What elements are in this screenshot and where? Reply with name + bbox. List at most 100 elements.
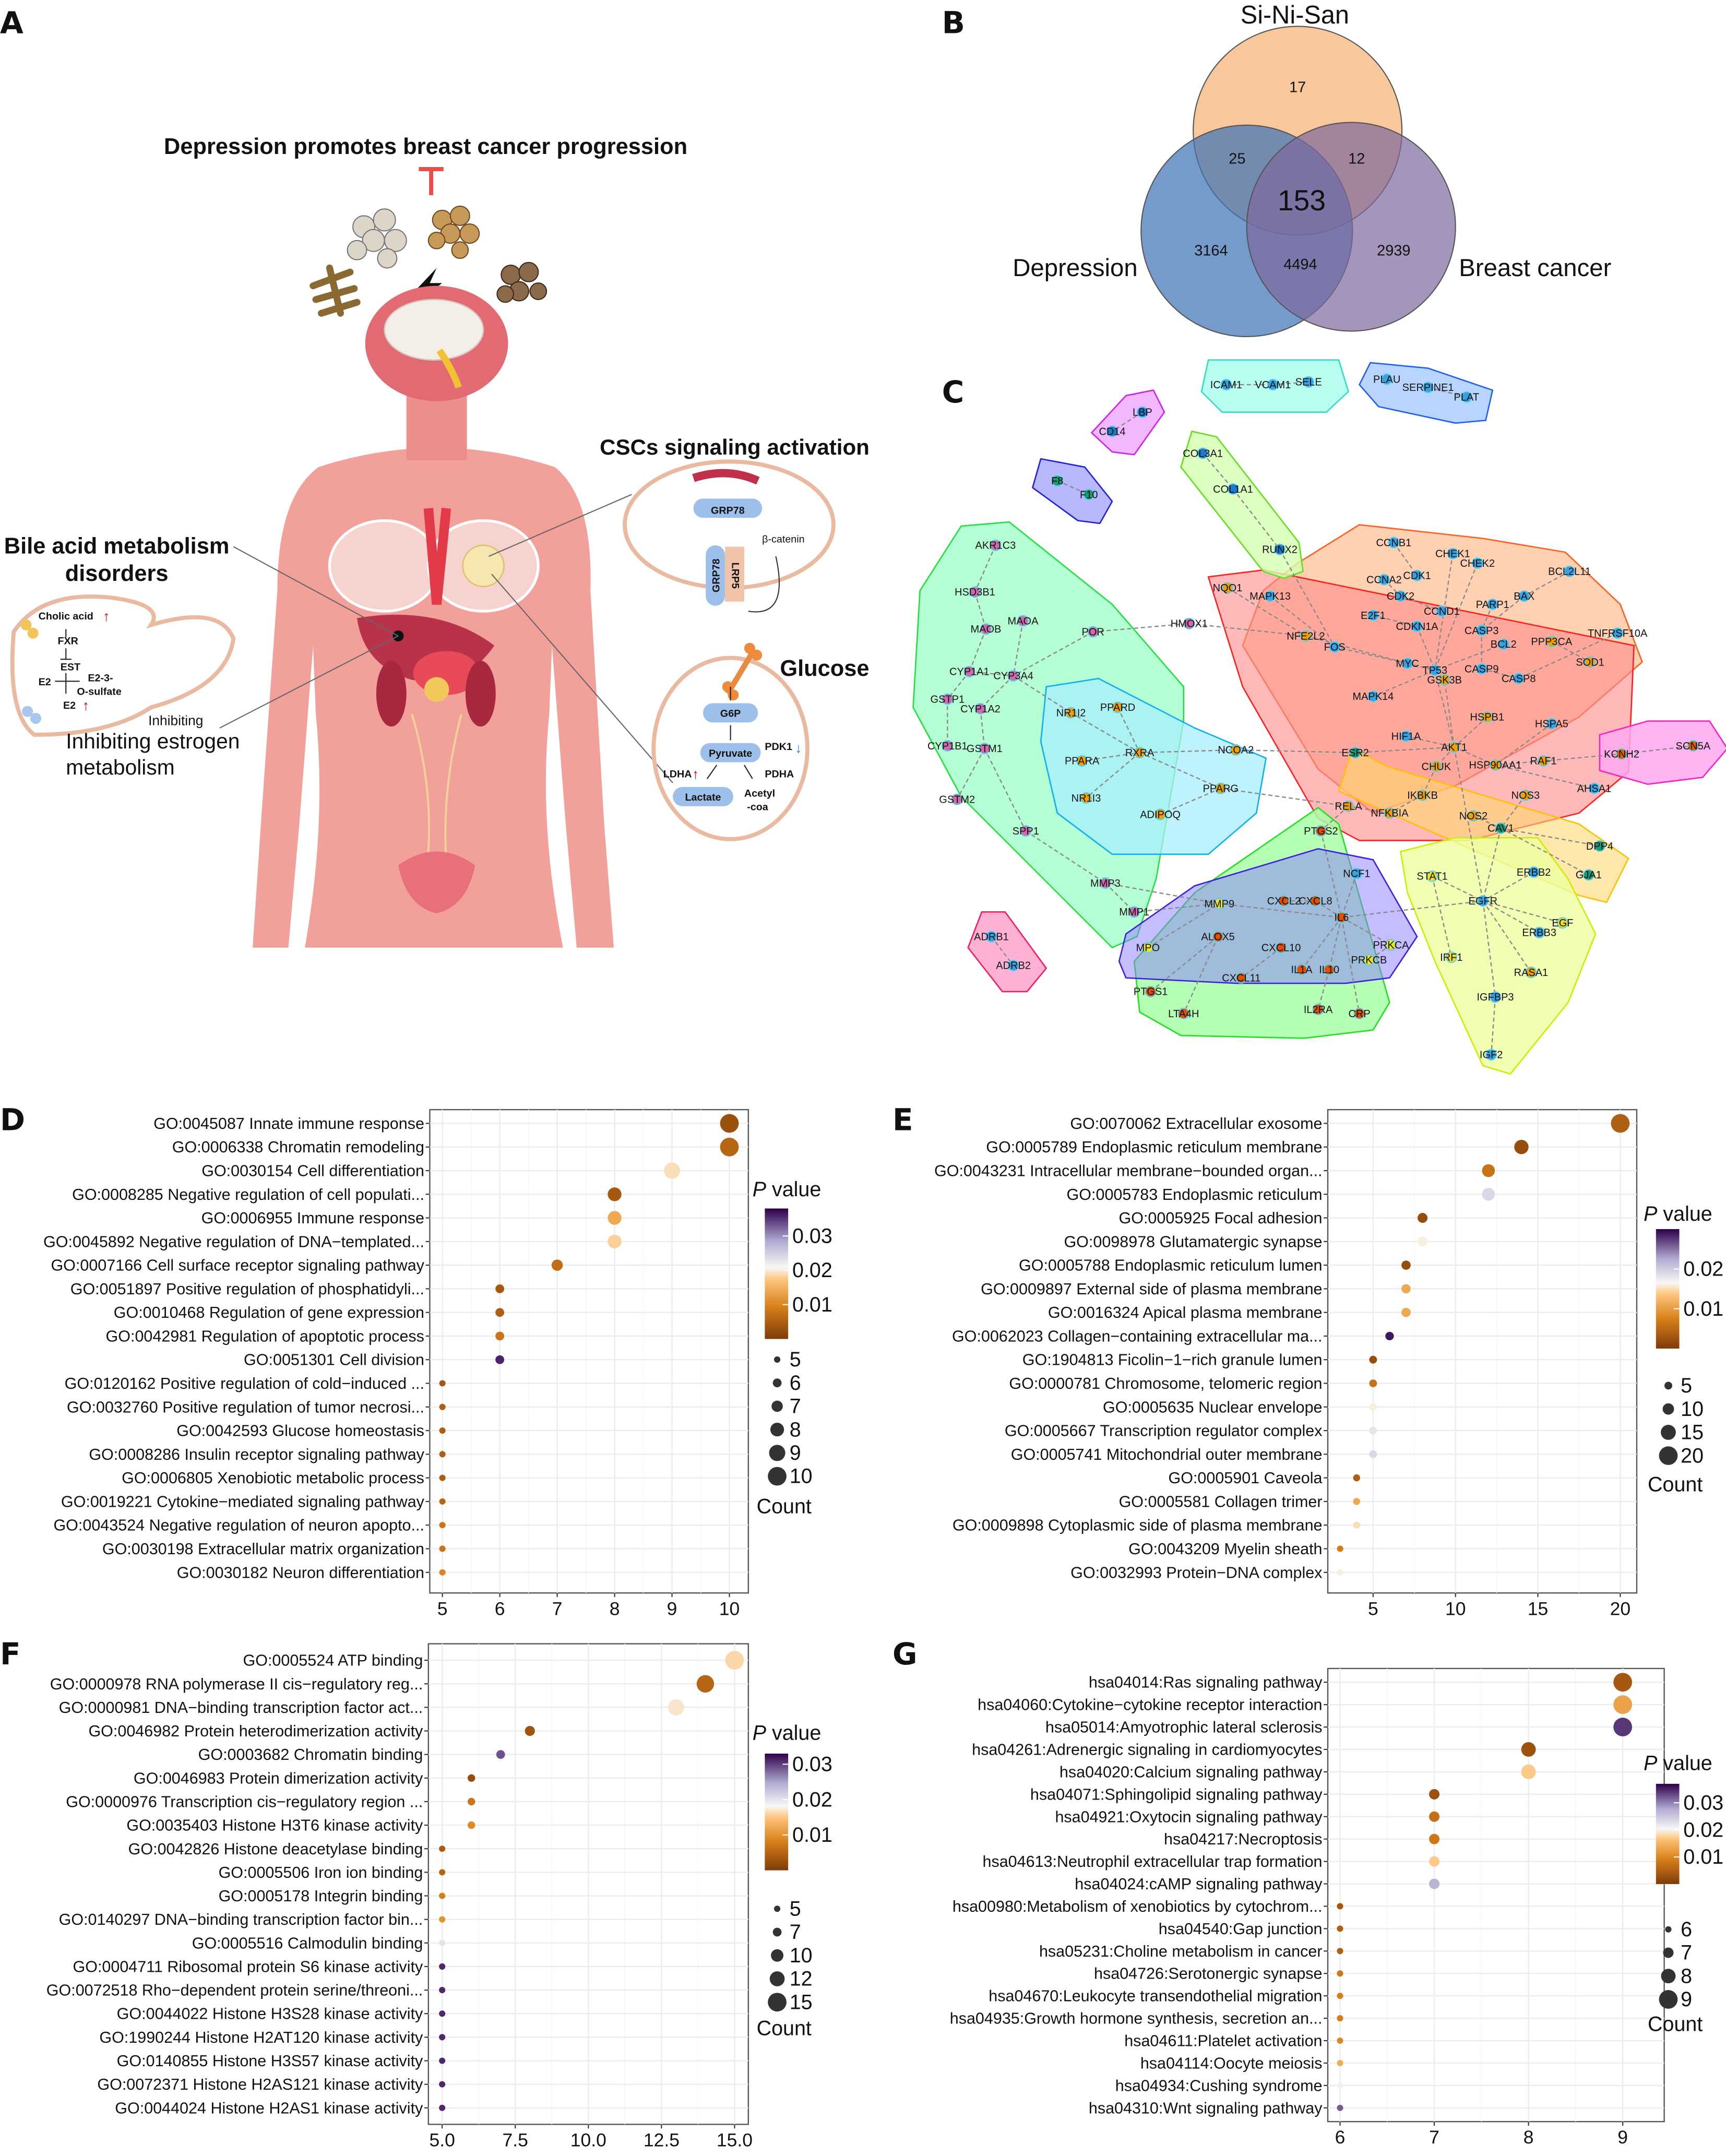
data-point[interactable] bbox=[1429, 1811, 1440, 1822]
network-node[interactable]: IRF1 bbox=[1440, 951, 1462, 963]
data-point[interactable] bbox=[439, 1380, 446, 1387]
data-point[interactable] bbox=[1613, 1673, 1633, 1692]
network-node[interactable]: CASP8 bbox=[1502, 672, 1536, 685]
data-point[interactable] bbox=[467, 1821, 475, 1829]
network-node[interactable]: CHUK bbox=[1422, 760, 1451, 772]
network-node[interactable]: MAPK14 bbox=[1352, 690, 1394, 702]
network-node[interactable]: BCL2L11 bbox=[1548, 565, 1591, 578]
data-point[interactable] bbox=[495, 1284, 505, 1293]
network-node[interactable]: CHEK1 bbox=[1435, 547, 1470, 559]
data-point[interactable] bbox=[439, 2010, 446, 2017]
network-node[interactable]: AKR1C3 bbox=[975, 539, 1016, 552]
network-node[interactable]: PRKCB bbox=[1351, 954, 1387, 966]
data-point[interactable] bbox=[439, 1987, 446, 1994]
data-point[interactable] bbox=[1429, 1789, 1440, 1800]
network-node[interactable]: CXCL8 bbox=[1299, 895, 1332, 907]
data-point[interactable] bbox=[495, 1331, 505, 1341]
network-node[interactable]: MAOA bbox=[1008, 615, 1039, 627]
network-node[interactable]: ADRB1 bbox=[974, 931, 1009, 943]
data-point[interactable] bbox=[439, 1403, 446, 1410]
network-node[interactable]: CYP1A2 bbox=[960, 702, 1001, 715]
network-node[interactable]: RELA bbox=[1335, 800, 1362, 813]
data-point[interactable] bbox=[1337, 2082, 1343, 2089]
network-node[interactable]: NR1I2 bbox=[1056, 707, 1086, 719]
network-node[interactable]: IL6 bbox=[1334, 911, 1349, 924]
data-point[interactable] bbox=[668, 1699, 684, 1716]
network-node[interactable]: LBP bbox=[1133, 406, 1152, 419]
network-node[interactable]: RAF1 bbox=[1530, 755, 1557, 767]
data-point[interactable] bbox=[1337, 1970, 1343, 1977]
network-node[interactable]: CAV1 bbox=[1487, 822, 1514, 835]
network-node[interactable]: MMP9 bbox=[1204, 898, 1234, 910]
network-node[interactable]: CCND1 bbox=[1424, 605, 1460, 617]
data-point[interactable] bbox=[439, 1545, 446, 1552]
network-node[interactable]: SERPINE1 bbox=[1402, 382, 1454, 394]
network-node[interactable]: IL1A bbox=[1291, 963, 1313, 976]
network-node[interactable]: COL1A1 bbox=[1213, 483, 1253, 495]
network-node[interactable]: TP53 bbox=[1422, 664, 1447, 676]
network-node[interactable]: MYC bbox=[1396, 658, 1419, 670]
network-node[interactable]: SOD1 bbox=[1576, 656, 1604, 668]
data-point[interactable] bbox=[1369, 1355, 1377, 1364]
data-point[interactable] bbox=[1429, 1856, 1440, 1867]
network-node[interactable]: POR bbox=[1082, 626, 1104, 638]
network-node[interactable]: CRP bbox=[1348, 1007, 1371, 1020]
network-node[interactable]: MAOB bbox=[971, 623, 1002, 635]
network-node[interactable]: GSTP1 bbox=[931, 693, 965, 705]
data-point[interactable] bbox=[439, 1474, 446, 1481]
network-node[interactable]: ERBB2 bbox=[1517, 866, 1551, 878]
data-point[interactable] bbox=[1337, 2104, 1343, 2111]
network-node[interactable]: NFE2L2 bbox=[1287, 630, 1325, 642]
data-point[interactable] bbox=[439, 1869, 446, 1876]
network-node[interactable]: MAPK13 bbox=[1249, 590, 1291, 602]
network-node[interactable]: HSPB1 bbox=[1470, 711, 1504, 723]
network-node[interactable]: SPP1 bbox=[1013, 825, 1039, 837]
network-node[interactable]: ADIPOQ bbox=[1140, 808, 1181, 820]
network-node[interactable]: STAT1 bbox=[1416, 870, 1448, 883]
network-node[interactable]: SCN5A bbox=[1676, 740, 1711, 752]
network-node[interactable]: GSK3B bbox=[1427, 674, 1462, 686]
data-point[interactable] bbox=[467, 1774, 475, 1782]
network-node[interactable]: CCNA2 bbox=[1366, 574, 1402, 586]
network-node[interactable]: CXCL11 bbox=[1222, 972, 1260, 984]
data-point[interactable] bbox=[496, 1750, 505, 1759]
data-point[interactable] bbox=[1611, 1114, 1630, 1133]
network-node[interactable]: MPO bbox=[1136, 942, 1160, 954]
data-point[interactable] bbox=[1514, 1140, 1529, 1154]
data-point[interactable] bbox=[1337, 1569, 1343, 1576]
data-point[interactable] bbox=[608, 1187, 622, 1201]
network-node[interactable]: CXCL2 bbox=[1267, 895, 1301, 907]
network-node[interactable]: CASP9 bbox=[1465, 663, 1499, 675]
data-point[interactable] bbox=[1401, 1307, 1411, 1317]
network-node[interactable]: GSTM2 bbox=[939, 793, 975, 805]
network-node[interactable]: PPP3CA bbox=[1531, 635, 1573, 648]
network-node[interactable]: NQO1 bbox=[1213, 582, 1243, 594]
network-node[interactable]: HSPA5 bbox=[1535, 718, 1568, 730]
data-point[interactable] bbox=[1401, 1284, 1411, 1294]
network-node[interactable]: COL3A1 bbox=[1183, 447, 1223, 459]
data-point[interactable] bbox=[439, 1963, 446, 1970]
network-node[interactable]: RUNX2 bbox=[1262, 543, 1298, 556]
data-point[interactable] bbox=[1369, 1379, 1377, 1387]
network-node[interactable]: LTA4H bbox=[1168, 1007, 1199, 1020]
data-point[interactable] bbox=[1337, 2037, 1343, 2044]
network-node[interactable]: TNFRSF10A bbox=[1588, 627, 1648, 639]
network-node[interactable]: HIF1A bbox=[1391, 730, 1421, 742]
data-point[interactable] bbox=[1337, 2015, 1343, 2022]
data-point[interactable] bbox=[608, 1211, 622, 1225]
data-point[interactable] bbox=[439, 1939, 446, 1946]
data-point[interactable] bbox=[1429, 1878, 1440, 1889]
data-point[interactable] bbox=[1369, 1450, 1377, 1458]
network-node[interactable]: RXRA bbox=[1125, 747, 1154, 759]
data-point[interactable] bbox=[1337, 1948, 1343, 1955]
data-point[interactable] bbox=[439, 2081, 446, 2088]
data-point[interactable] bbox=[720, 1114, 739, 1133]
data-point[interactable] bbox=[439, 1522, 446, 1529]
network-node[interactable]: EGF bbox=[1552, 917, 1573, 929]
network-node[interactable]: MMP3 bbox=[1090, 877, 1121, 889]
network-node[interactable]: PPARA bbox=[1065, 755, 1100, 767]
data-point[interactable] bbox=[1418, 1213, 1428, 1223]
network-node[interactable]: NOS2 bbox=[1459, 810, 1487, 822]
network-node[interactable]: VCAM1 bbox=[1255, 378, 1291, 391]
network-node[interactable]: MMP1 bbox=[1119, 906, 1149, 918]
